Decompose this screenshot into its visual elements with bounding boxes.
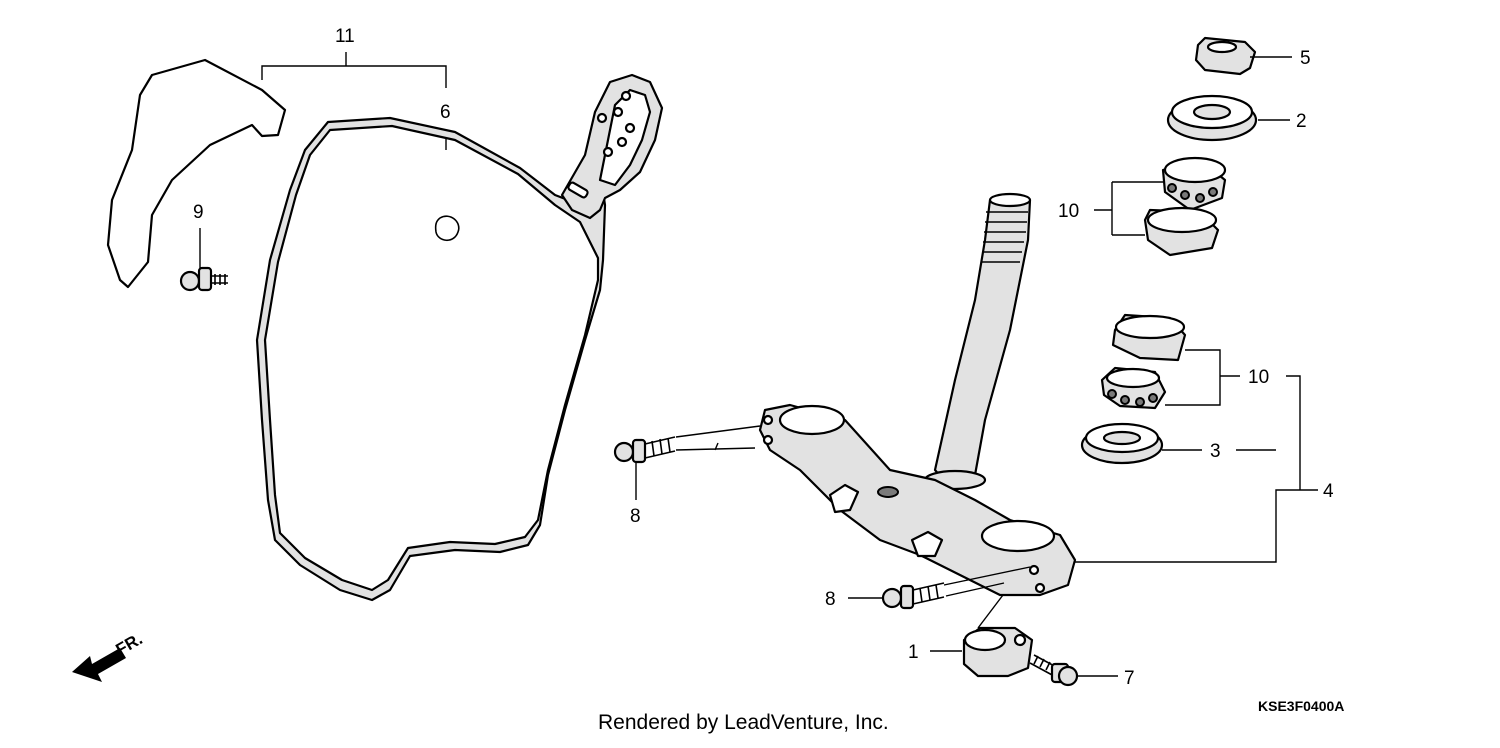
upper-bearing[interactable] xyxy=(1161,156,1227,212)
callout-8-lower: 8 xyxy=(825,589,836,610)
diagram-code: KSE3F0400A xyxy=(1258,698,1344,714)
lower-dust-seal[interactable] xyxy=(1080,422,1164,465)
bolt-8-lower[interactable] xyxy=(881,582,945,610)
lower-bearing-race[interactable] xyxy=(1111,313,1187,362)
callout-5: 5 xyxy=(1300,48,1311,69)
stem-nut[interactable] xyxy=(1194,36,1257,76)
callout-10-lower: 10 xyxy=(1248,367,1269,388)
plate-bracket[interactable] xyxy=(560,73,664,220)
clamp[interactable] xyxy=(962,626,1034,678)
bolt-7[interactable] xyxy=(1029,654,1079,687)
callout-9: 9 xyxy=(193,202,204,223)
callout-10-upper: 10 xyxy=(1058,201,1079,222)
callout-11: 11 xyxy=(335,26,355,47)
number-plate[interactable] xyxy=(255,116,607,602)
callout-6: 6 xyxy=(440,102,451,123)
callout-7: 7 xyxy=(1124,668,1135,689)
front-arrow-icon xyxy=(72,648,126,682)
callout-1: 1 xyxy=(908,642,919,663)
callout-8-left: 8 xyxy=(630,506,641,527)
callout-2: 2 xyxy=(1296,111,1307,132)
steering-stem-assembly[interactable] xyxy=(758,192,1077,597)
bolt-8-left[interactable] xyxy=(613,436,676,464)
render-credit: Rendered by LeadVenture, Inc. xyxy=(598,711,889,734)
callout-4: 4 xyxy=(1323,481,1334,502)
callout-3: 3 xyxy=(1210,441,1221,462)
leader-lines xyxy=(199,52,1318,677)
side-guard-plate[interactable] xyxy=(106,58,287,289)
lower-bearing[interactable] xyxy=(1100,366,1167,410)
screw-9[interactable] xyxy=(179,266,228,292)
upper-bearing-race[interactable] xyxy=(1143,206,1220,257)
upper-dust-seal[interactable] xyxy=(1166,94,1258,142)
